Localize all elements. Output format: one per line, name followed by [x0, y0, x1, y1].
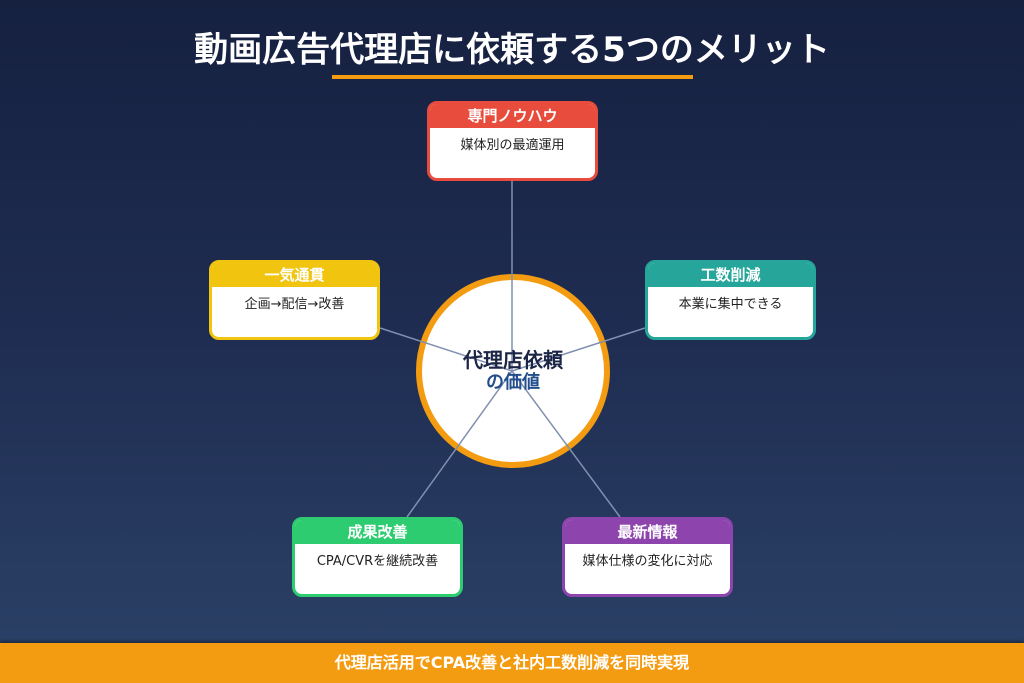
card-end-to-end: 一気通貫 企画→配信→改善 — [209, 260, 380, 340]
footer-banner: 代理店活用でCPA改善と社内工数削減を同時実現 — [0, 643, 1024, 683]
card-results-body: CPA/CVRを継続改善 — [316, 554, 439, 569]
card-man-hours-title: 工数削減 — [648, 263, 813, 287]
card-expertise-body: 媒体別の最適運用 — [460, 138, 565, 153]
page-title: 動画広告代理店に依頼する5つのメリット — [194, 30, 830, 70]
card-end-to-end-body: 企画→配信→改善 — [244, 297, 345, 312]
card-man-hours: 工数削減 本業に集中できる — [645, 260, 816, 340]
card-latest-info-body: 媒体仕様の変化に対応 — [582, 554, 713, 569]
card-end-to-end-title: 一気通貫 — [212, 263, 377, 287]
connector-man-hours — [511, 327, 646, 372]
card-latest-info: 最新情報 媒体仕様の変化に対応 — [562, 517, 733, 597]
title-underline — [332, 75, 693, 79]
card-expertise: 専門ノウハウ 媒体別の最適運用 — [427, 101, 598, 181]
card-man-hours-body: 本業に集中できる — [678, 297, 783, 312]
connector-results — [406, 370, 513, 518]
card-latest-info-title: 最新情報 — [565, 520, 730, 544]
card-expertise-title: 専門ノウハウ — [430, 104, 595, 128]
connector-end-to-end — [379, 327, 513, 372]
card-results-title: 成果改善 — [295, 520, 460, 544]
connector-latest-info — [511, 370, 621, 518]
card-results: 成果改善 CPA/CVRを継続改善 — [292, 517, 463, 597]
